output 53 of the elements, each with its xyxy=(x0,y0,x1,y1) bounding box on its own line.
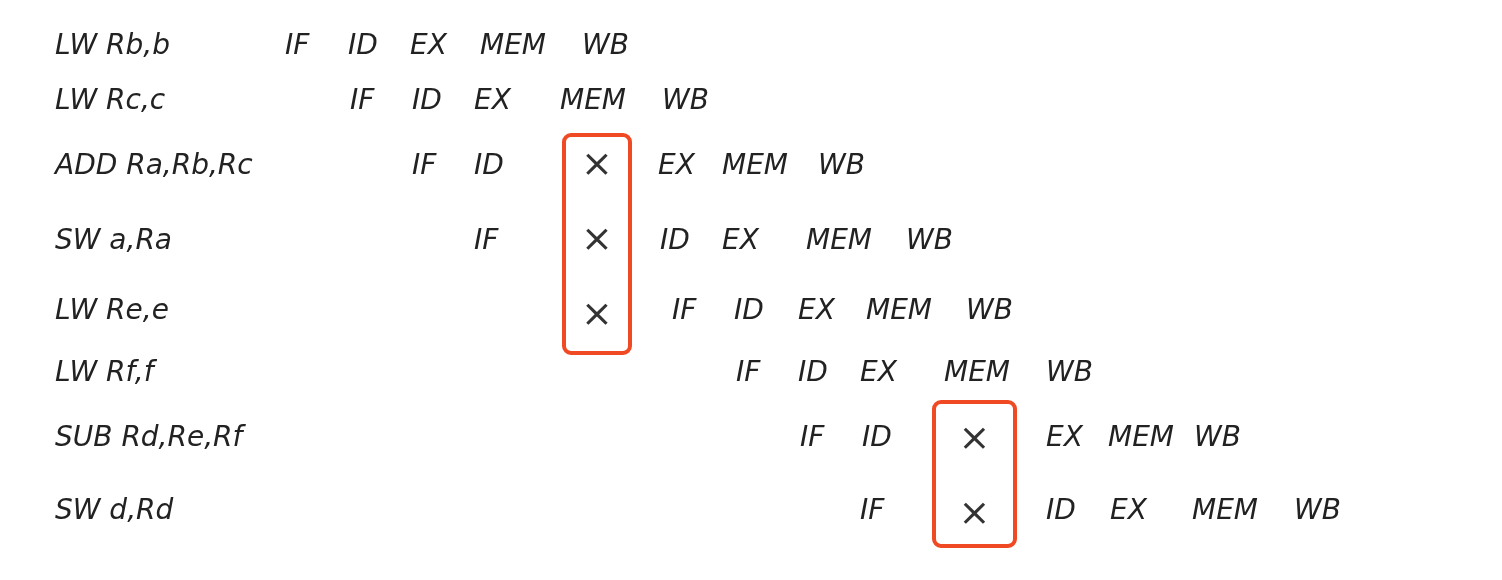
stall-highlight-box xyxy=(562,133,632,355)
stage-label: ID xyxy=(734,293,764,327)
instruction-text: ADD Ra,Rb,Rc xyxy=(55,148,253,182)
stage-label: WB xyxy=(1294,493,1341,527)
stage-label: MEM xyxy=(1108,420,1174,454)
instruction-text: LW Rc,c xyxy=(55,83,166,117)
stage-label: EX xyxy=(658,148,695,182)
stage-label: ID xyxy=(798,355,828,389)
instruction-text: LW Re,e xyxy=(55,293,169,327)
stage-label: MEM xyxy=(944,355,1010,389)
stage-label: EX xyxy=(722,223,759,257)
stage-label: EX xyxy=(1046,420,1083,454)
stage-label: WB xyxy=(1194,420,1241,454)
stall-mark: × xyxy=(580,218,614,258)
instruction-text: SW d,Rd xyxy=(55,493,174,527)
stage-label: IF xyxy=(285,28,310,62)
instruction-text: LW Rb,b xyxy=(55,28,170,62)
stage-label: WB xyxy=(818,148,865,182)
stage-label: IF xyxy=(350,83,375,117)
stage-label: EX xyxy=(1110,493,1147,527)
stage-label: IF xyxy=(474,223,499,257)
stall-mark: × xyxy=(957,492,992,532)
stage-label: EX xyxy=(474,83,511,117)
instruction-text: SW a,Ra xyxy=(55,223,173,257)
stage-label: ID xyxy=(660,223,690,257)
stage-label: EX xyxy=(798,293,835,327)
stage-label: IF xyxy=(672,293,697,327)
stage-label: ID xyxy=(862,420,892,454)
stage-label: IF xyxy=(736,355,761,389)
stage-label: MEM xyxy=(866,293,932,327)
stall-mark: × xyxy=(957,417,992,457)
stage-label: IF xyxy=(860,493,885,527)
stage-label: ID xyxy=(412,83,442,117)
stage-label: WB xyxy=(906,223,953,257)
stage-label: EX xyxy=(410,28,447,62)
stall-mark: × xyxy=(580,293,614,333)
stage-label: WB xyxy=(966,293,1013,327)
stage-label: IF xyxy=(412,148,437,182)
stage-label: MEM xyxy=(806,223,872,257)
stage-label: IF xyxy=(800,420,825,454)
stage-label: MEM xyxy=(1192,493,1258,527)
stage-label: ID xyxy=(348,28,378,62)
stage-label: MEM xyxy=(480,28,546,62)
stall-mark: × xyxy=(580,143,614,183)
stage-label: ID xyxy=(1046,493,1076,527)
stall-highlight-box xyxy=(932,400,1017,548)
stage-label: WB xyxy=(1046,355,1093,389)
stage-label: EX xyxy=(860,355,897,389)
stage-label: MEM xyxy=(722,148,788,182)
stage-label: WB xyxy=(582,28,629,62)
stage-label: MEM xyxy=(560,83,626,117)
stage-label: WB xyxy=(662,83,709,117)
stage-label: ID xyxy=(474,148,504,182)
